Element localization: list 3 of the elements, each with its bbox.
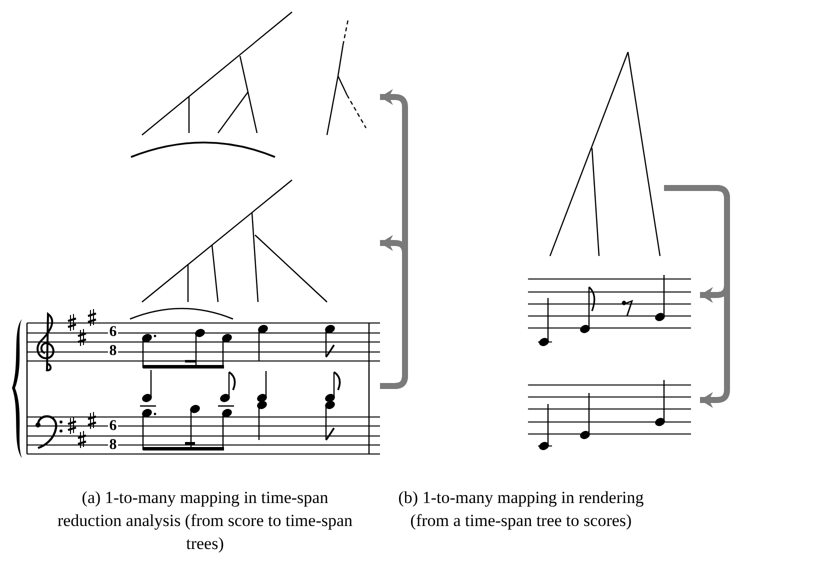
bracket-arrow	[380, 235, 408, 389]
figure-caption: (b) 1-to-many mapping in rendering (from a time-span tree to scores)	[397, 487, 645, 532]
figure-caption: (a) 1-to-many mapping in time-span reduction analysis (from score to time-span trees)	[56, 487, 354, 555]
